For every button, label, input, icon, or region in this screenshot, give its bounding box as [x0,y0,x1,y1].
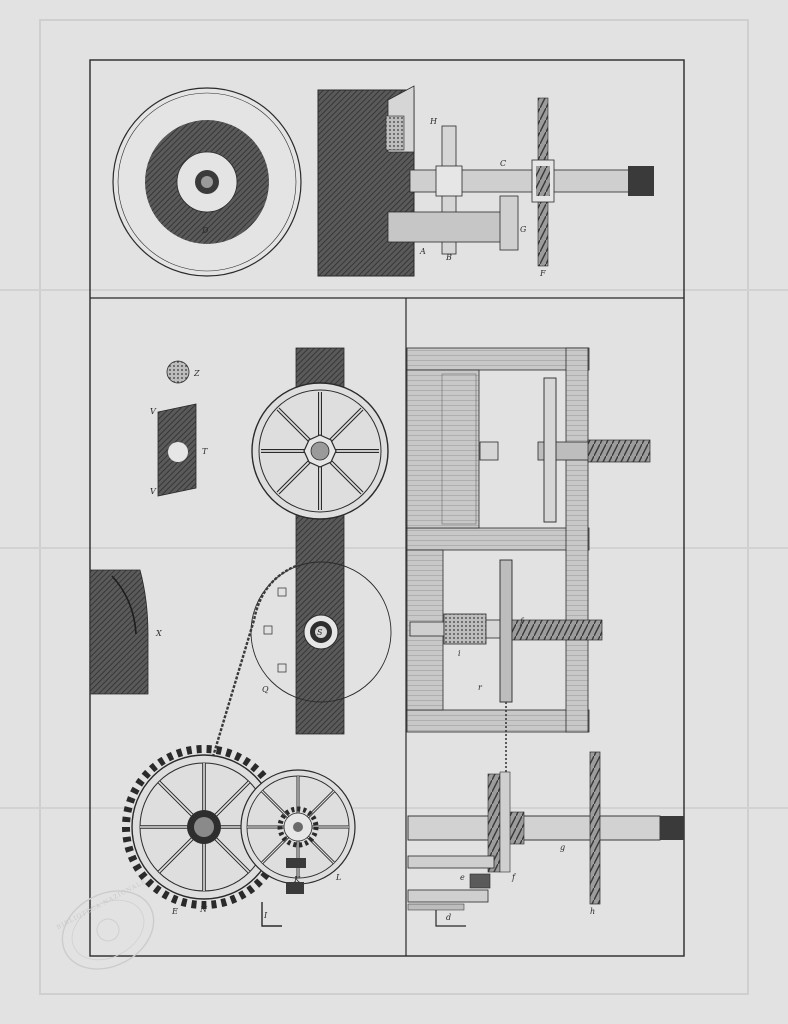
label-h-lower: h [590,907,595,916]
label-h: H [429,117,438,126]
label-g-lower: g [560,843,565,852]
label-e: E [171,907,178,916]
label-d-lower: d [446,913,451,922]
label-r: r [478,683,483,692]
label-k: K [293,875,301,884]
label-b: B [445,253,452,262]
figure-small-disc-z [166,360,190,384]
figure-lower-press-screw [409,559,603,703]
plate-border [89,59,685,957]
label-v-lower: V [150,487,157,496]
label-d: D [201,226,209,235]
label-t: T [202,447,208,456]
figure-spoked-wheel [251,382,389,520]
figure-pinion-wheel [240,769,356,927]
label-i-lower: i [458,649,461,658]
label-z: Z [193,369,200,378]
label-s: S [317,628,323,637]
figure-block-t [157,403,197,497]
label-f-lower-2: f [519,617,525,626]
plate-mark [39,19,749,995]
label-g: G [520,225,527,234]
figure-grinding-wheel [112,87,302,277]
label-e-lower: e [460,873,465,882]
label-l: L [335,873,341,882]
figure-block-x [89,569,149,695]
label-f-lower-1: f [511,873,517,882]
figure-upper-press-screw [479,377,651,523]
label-f-upper: F [539,269,546,278]
label-n: N [199,905,208,914]
label-i: I [263,911,268,920]
label-v-upper: V [150,407,157,416]
label-x: X [155,629,162,638]
figure-grinding-block-assembly [317,85,654,277]
label-c: C [500,159,506,168]
label-q: Q [262,685,269,694]
figure-drive-shaft [407,702,684,927]
label-a: A [419,247,426,256]
figure-drive-cord [204,564,297,781]
